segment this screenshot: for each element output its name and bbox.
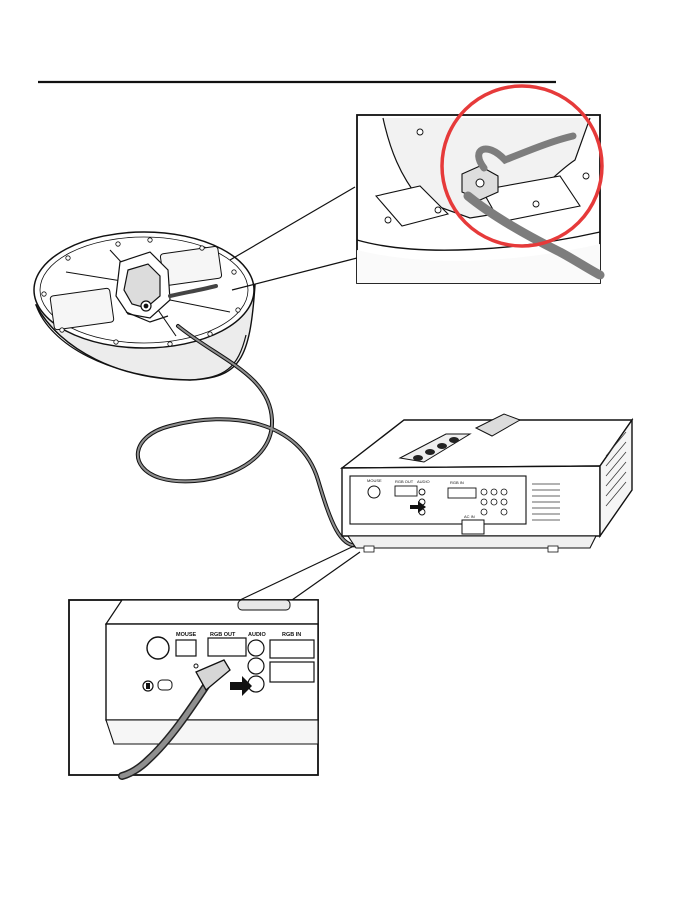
inset-lens-tab	[238, 600, 290, 610]
inset-port-rgb-in-2	[270, 662, 314, 682]
leader-line-bottom-1	[240, 546, 354, 600]
inset-port-rgb-out	[208, 638, 246, 656]
inset-port-audio-top	[248, 640, 264, 656]
inset-panel-bottom	[106, 720, 318, 744]
inset-jack-hole	[476, 179, 484, 187]
projector-port-audio-1	[419, 489, 425, 495]
leader-line-top-1	[230, 187, 355, 260]
projector-port-mouse	[368, 486, 380, 498]
projector-label-mouse: MOUSE	[367, 478, 382, 483]
projector-foot-left	[364, 546, 374, 552]
inset-security-slot	[158, 680, 172, 690]
projector-ac-inlet	[462, 520, 484, 534]
projector-label-rgb-out: RGB OUT	[395, 479, 414, 484]
speaker-connector-inset	[357, 86, 602, 283]
inset-port-rgb-in-1	[270, 640, 314, 658]
inset-label-rgb-in: RGB IN	[282, 632, 301, 638]
inset-port-audio-mid	[248, 658, 264, 674]
projector-label-audio: AUDIO	[417, 479, 430, 484]
projector-port-rgb-in	[448, 488, 476, 498]
inset-label-audio: AUDIO	[248, 632, 266, 638]
inset-port-audio-bottom	[248, 676, 264, 692]
projector-bottom	[348, 536, 596, 548]
projector-label-ac-in: AC IN	[464, 514, 475, 519]
inset-port-mouse	[176, 640, 196, 656]
projector-panel-inset: MOUSE RGB OUT AUDIO RGB IN	[69, 600, 318, 776]
inset-label-rgb-out: RGB OUT	[210, 632, 236, 638]
projector: MOUSE RGB OUT AUDIO RGB IN AC IN	[342, 414, 632, 552]
inset-label-mouse: MOUSE	[176, 632, 197, 638]
leader-line-top-2	[232, 258, 357, 290]
projector-label-rgb-in: RGB IN	[450, 480, 464, 485]
inset-led	[194, 664, 198, 668]
inset-port-mouse-jack	[147, 637, 169, 659]
lock-icon	[143, 681, 153, 691]
projector-foot-right	[548, 546, 558, 552]
projector-port-rgb-out	[395, 486, 417, 496]
projector-connector-panel	[350, 476, 526, 524]
